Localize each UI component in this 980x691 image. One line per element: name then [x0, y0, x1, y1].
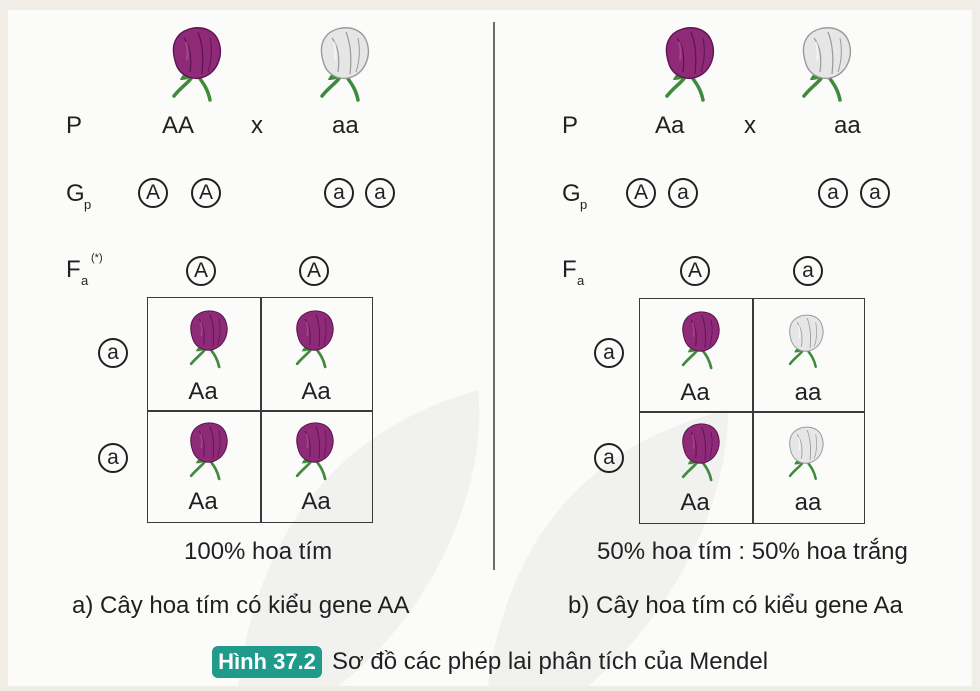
gamete-circle: a [668, 178, 698, 208]
offspring-flower-icon [180, 308, 235, 375]
offspring-genotype: aa [794, 379, 822, 406]
offspring-flower-icon [780, 424, 830, 487]
parent-white-flower-icon [308, 24, 378, 109]
offspring-flower-icon [672, 421, 727, 488]
gamete-label-subscript: p [84, 197, 92, 212]
offspring-label: F [66, 256, 81, 283]
phenotype-ratio: 100% hoa tím [184, 538, 333, 565]
panel-caption: a) Cây hoa tím có kiểu gene AA [72, 592, 410, 619]
offspring-flower-icon [180, 420, 235, 487]
offspring-flower-icon [672, 309, 727, 376]
gamete-label: G [562, 180, 581, 207]
phenotype-ratio: 50% hoa tím : 50% hoa trắng [597, 538, 908, 565]
grid-line [148, 410, 372, 412]
gamete-label: G [66, 180, 85, 207]
offspring-flower-icon [286, 420, 341, 487]
gamete-circle: a [818, 178, 848, 208]
cross-symbol: x [744, 112, 756, 139]
parent-1-genotype: AA [162, 112, 195, 139]
column-gamete-circle: a [793, 256, 823, 286]
column-gamete-circle: A [299, 256, 329, 286]
offspring-genotype: Aa [301, 488, 331, 515]
offspring-label-subscript: a [577, 273, 585, 288]
parent-1-genotype: Aa [655, 112, 685, 139]
row-gamete-circle: a [594, 338, 624, 368]
offspring-genotype: Aa [188, 378, 218, 405]
grid-line [640, 411, 864, 413]
offspring-label: F [562, 256, 577, 283]
column-gamete-circle: A [680, 256, 710, 286]
parent-2-genotype: aa [332, 112, 359, 139]
parent-2-genotype: aa [834, 112, 861, 139]
parent-purple-flower-icon [160, 24, 230, 109]
gamete-circle: a [860, 178, 890, 208]
offspring-label-subscript: a [81, 273, 89, 288]
panel-divider [493, 22, 495, 570]
punnett-square [639, 298, 865, 524]
gamete-circle: A [138, 178, 168, 208]
offspring-genotype: Aa [680, 379, 710, 406]
column-gamete-circle: A [186, 256, 216, 286]
punnett-square [147, 297, 373, 523]
figure-number-badge: Hình 37.2 [212, 646, 322, 678]
gamete-circle: a [365, 178, 395, 208]
row-gamete-circle: a [98, 338, 128, 368]
offspring-flower-icon [286, 308, 341, 375]
gamete-circle: a [324, 178, 354, 208]
cross-symbol: x [251, 112, 263, 139]
offspring-label-superscript: (*) [91, 252, 103, 264]
p-label: P [66, 112, 83, 139]
row-gamete-circle: a [594, 443, 624, 473]
leaf-watermark-icon [238, 390, 728, 686]
parent-white-flower-icon [790, 24, 860, 109]
row-gamete-circle: a [98, 443, 128, 473]
offspring-genotype: Aa [188, 488, 218, 515]
gamete-circle: A [626, 178, 656, 208]
figure-title: Sơ đồ các phép lai phân tích của Mendel [332, 648, 769, 675]
parent-purple-flower-icon [653, 24, 723, 109]
offspring-genotype: aa [794, 489, 822, 516]
offspring-genotype: Aa [301, 378, 331, 405]
panel-caption: b) Cây hoa tím có kiểu gene Aa [568, 592, 903, 619]
p-label: P [562, 112, 579, 139]
gamete-circle: A [191, 178, 221, 208]
offspring-flower-icon [780, 312, 830, 375]
gamete-label-subscript: p [580, 197, 588, 212]
offspring-genotype: Aa [680, 489, 710, 516]
